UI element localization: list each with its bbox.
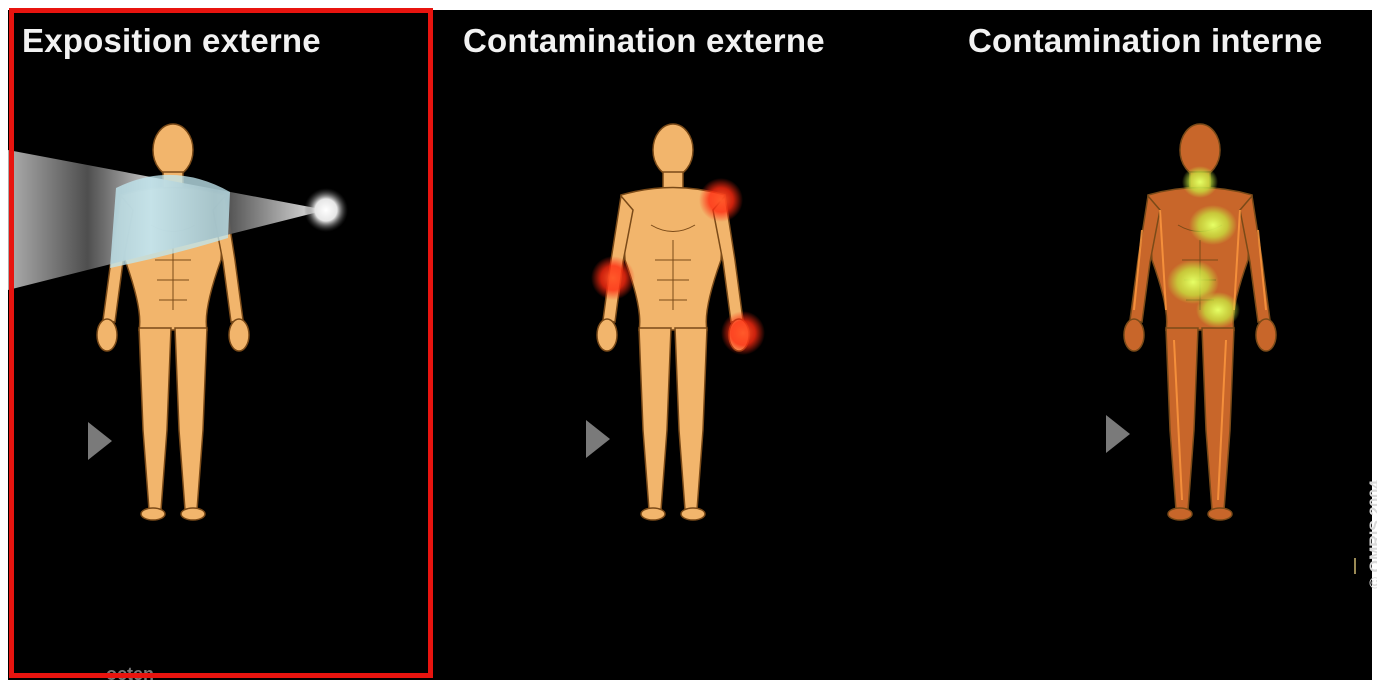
left-foot [641,508,665,520]
play-arrow-icon[interactable] [586,420,610,458]
right-foot [681,508,705,520]
tick-mark [1354,558,1356,574]
internal-contamination-illustration [938,10,1372,680]
internal-glow-chest [1189,205,1237,245]
right-foot [1208,508,1232,520]
left-leg [639,328,671,510]
left-hand [97,319,117,351]
internal-glow-pelvis [1196,292,1240,328]
panel-external-contamination[interactable]: Contamination externe [438,10,938,680]
external-exposure-illustration [8,10,438,680]
left-foot [1168,508,1192,520]
bottom-text-fragment: octen [106,664,154,680]
contamination-spot-shoulder [699,178,743,222]
left-foot [141,508,165,520]
radiation-source-icon [304,188,348,232]
left-hand [1124,319,1144,351]
play-arrow-icon[interactable] [88,422,112,460]
internal-glow-neck [1182,166,1218,198]
right-foot [181,508,205,520]
head [153,124,193,176]
contamination-spot-forearm [591,256,635,300]
right-leg [675,328,707,510]
right-hand [1256,319,1276,351]
left-leg [139,328,171,510]
diagram-stage: Exposition externe [8,10,1372,680]
panel-internal-contamination[interactable]: Contamination interne © OMRIS 2004 [938,10,1372,680]
left-hand [597,319,617,351]
contamination-spot-hand [721,311,765,355]
head [653,124,693,176]
panel-external-exposure[interactable]: Exposition externe [8,10,438,680]
right-hand [229,319,249,351]
right-leg [175,328,207,510]
copyright-label: © OMRIS 2004 [1368,480,1377,589]
external-contamination-illustration [438,10,938,680]
play-arrow-icon[interactable] [1106,415,1130,453]
